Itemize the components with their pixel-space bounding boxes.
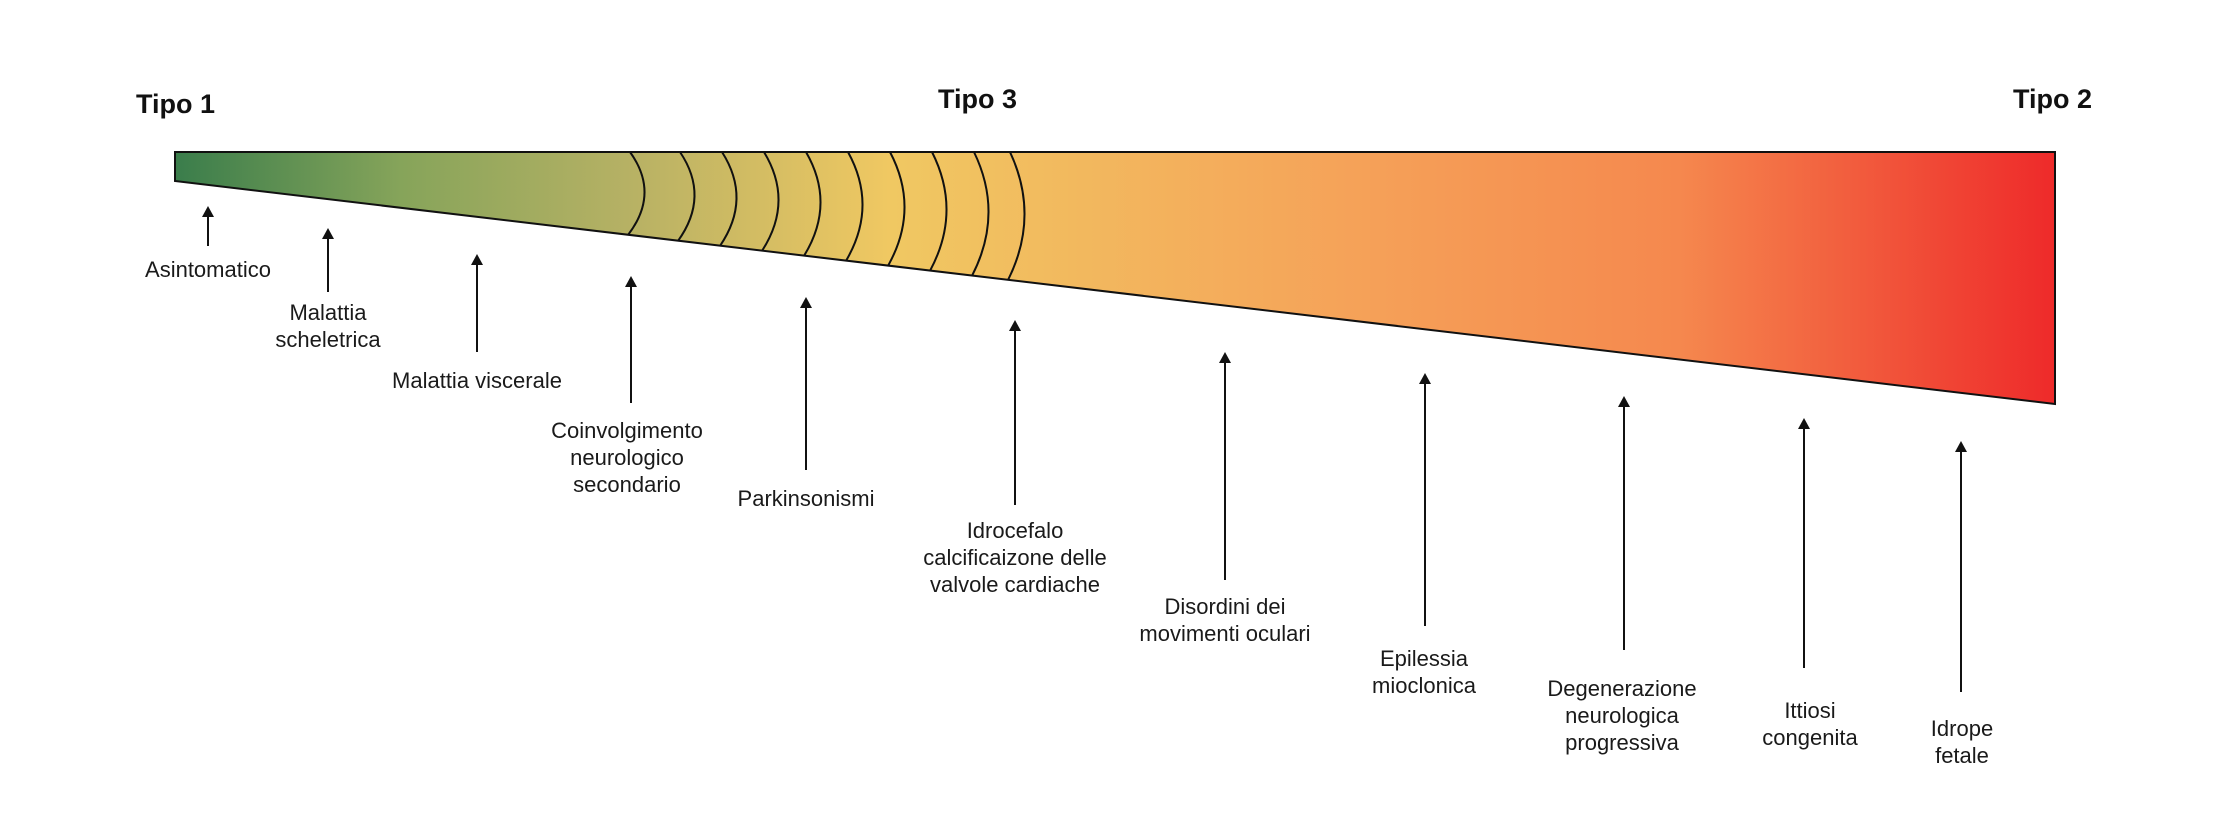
spectrum-wedge	[175, 152, 2055, 404]
manifestation-label-line: Parkinsonismi	[738, 486, 875, 511]
manifestation-label-line: mioclonica	[1372, 673, 1477, 698]
manifestation-label: Malattia viscerale	[392, 368, 562, 393]
manifestation-label-line: Disordini dei	[1164, 594, 1285, 619]
overlap-arc-6	[845, 151, 864, 262]
manifestation-label-line: Malattia	[289, 300, 367, 325]
manifestation-item: Malattia viscerale	[392, 254, 562, 393]
overlap-arc-10	[1007, 151, 1026, 281]
type-3-overlap-arcs	[627, 151, 1026, 281]
arrow-up-icon	[1219, 352, 1231, 363]
arrow-up-icon	[1955, 441, 1967, 452]
manifestation-label: Parkinsonismi	[738, 486, 875, 511]
manifestation-label-line: neurologico	[570, 445, 684, 470]
arrow-up-icon	[471, 254, 483, 265]
manifestation-label-line: secondario	[573, 472, 681, 497]
overlap-arc-9	[971, 151, 990, 277]
manifestation-label-line: Idrocefalo	[967, 518, 1064, 543]
manifestation-label-line: Ittiosi	[1784, 698, 1835, 723]
manifestation-label-line: Idrope	[1931, 716, 1993, 741]
manifestation-item: Asintomatico	[145, 206, 271, 282]
manifestation-label-line: Degenerazione	[1547, 676, 1696, 701]
manifestation-label-line: calcificaizone delle	[923, 545, 1106, 570]
manifestation-label-line: Epilessia	[1380, 646, 1469, 671]
type-3-label: Tipo 3	[938, 84, 1017, 114]
manifestation-label-line: movimenti oculari	[1139, 621, 1310, 646]
manifestation-label-line: progressiva	[1565, 730, 1679, 755]
type-2-label: Tipo 2	[2013, 84, 2092, 114]
arrow-up-icon	[1618, 396, 1630, 407]
manifestation-label-line: fetale	[1935, 743, 1989, 768]
manifestation-label-line: Malattia viscerale	[392, 368, 562, 393]
manifestation-label-line: Asintomatico	[145, 257, 271, 282]
manifestation-label: Asintomatico	[145, 257, 271, 282]
manifestation-label-line: Coinvolgimento	[551, 418, 703, 443]
manifestation-label-line: neurologica	[1565, 703, 1680, 728]
overlap-arc-8	[929, 151, 948, 272]
manifestation-label-line: valvole cardiache	[930, 572, 1100, 597]
arrow-up-icon	[1798, 418, 1810, 429]
overlap-arc-4	[761, 151, 780, 252]
overlap-arc-3	[719, 151, 738, 247]
arrow-up-icon	[322, 228, 334, 239]
overlap-arc-7	[887, 151, 906, 267]
manifestation-label-line: congenita	[1762, 725, 1858, 750]
arrow-up-icon	[1419, 373, 1431, 384]
arrow-up-icon	[202, 206, 214, 217]
manifestation-label-line: scheletrica	[275, 327, 381, 352]
arrow-up-icon	[1009, 320, 1021, 331]
type-1-label: Tipo 1	[136, 89, 215, 119]
arrow-up-icon	[800, 297, 812, 308]
arrow-up-icon	[625, 276, 637, 287]
overlap-arc-2	[677, 151, 696, 242]
spectrum-wedge-outline	[174, 151, 2056, 406]
overlap-arc-5	[803, 151, 822, 257]
overlap-arc-1	[627, 151, 646, 236]
manifestation-item: Parkinsonismi	[738, 297, 875, 511]
